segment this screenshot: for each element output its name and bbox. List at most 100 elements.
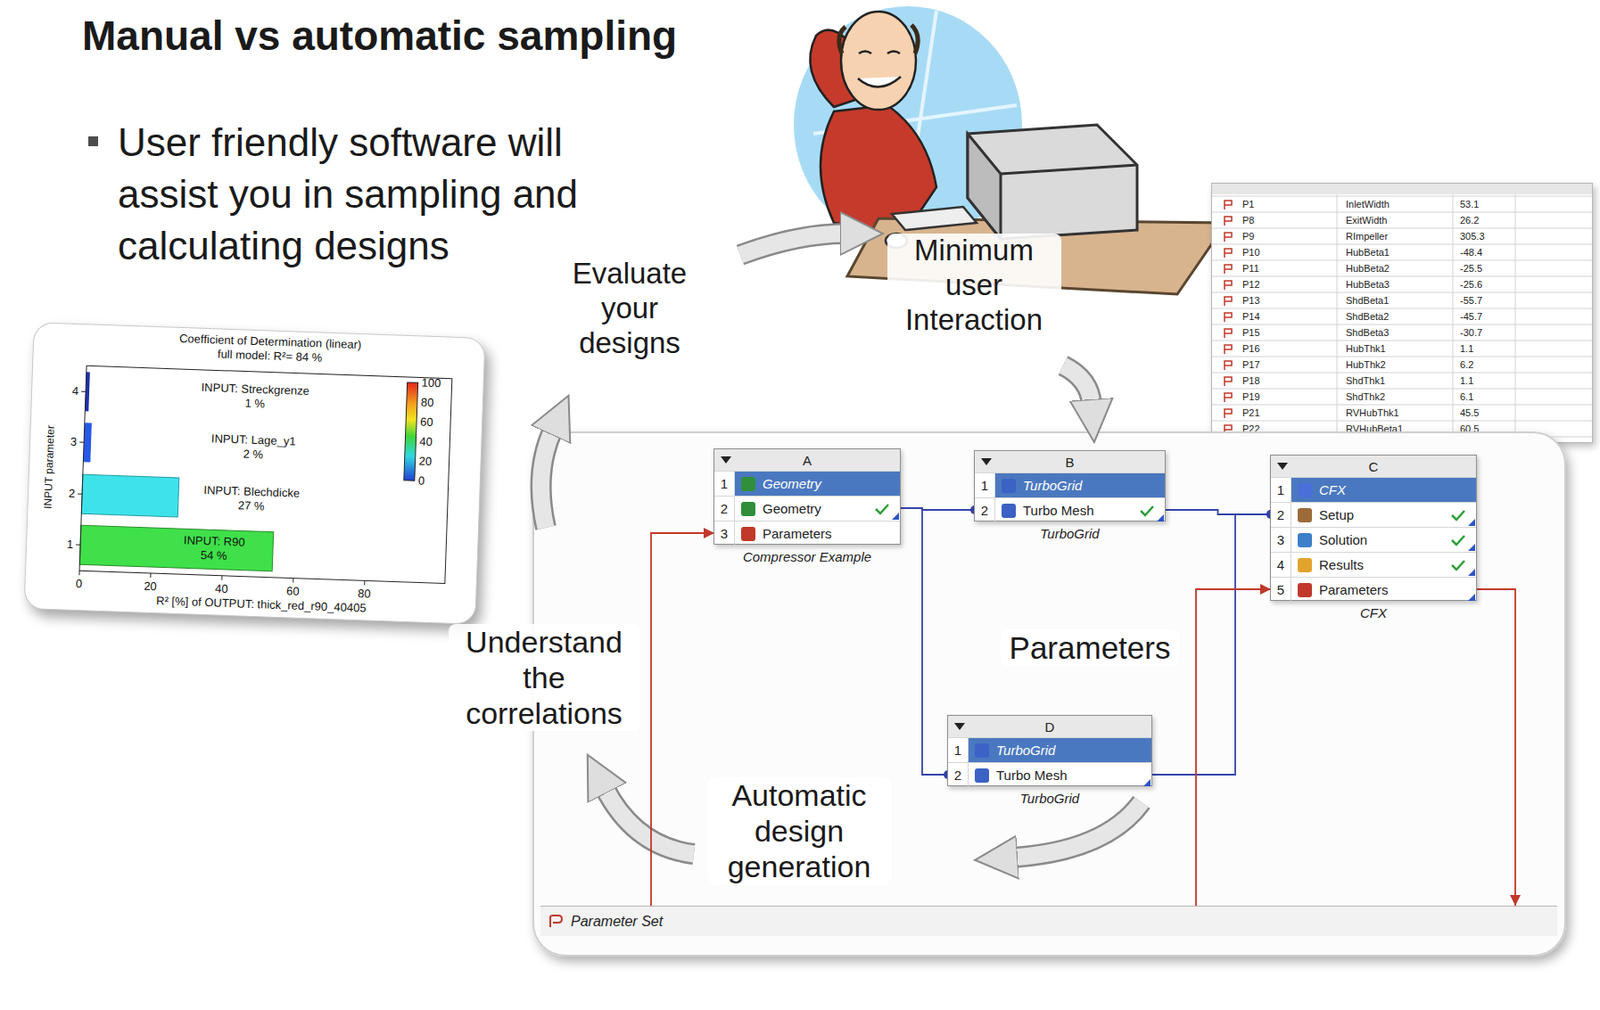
status-corner <box>1468 593 1476 602</box>
parameter-icon <box>1224 345 1232 355</box>
status-corner <box>1143 779 1151 787</box>
chart-text: 4 <box>64 384 80 400</box>
cycle-arrow <box>1063 365 1092 405</box>
keyboard <box>891 206 977 231</box>
chart-text: 80 <box>350 586 379 603</box>
chart-text: 1 <box>58 536 75 553</box>
table-cell: 6.2 <box>1459 358 1474 372</box>
table-row-line <box>1212 388 1592 390</box>
cell-name: TurboGrid <box>1022 478 1082 494</box>
table-cell: 1.1 <box>1459 342 1474 355</box>
chart-text: 60 <box>420 414 452 430</box>
chart-text: 3 <box>62 434 78 450</box>
parameter-set-bar: Parameter Set <box>540 906 1558 937</box>
parameter-icon <box>1224 232 1232 242</box>
system-header: D <box>948 716 1152 738</box>
chart-text: 20 <box>136 578 165 594</box>
status-corner-shape <box>1468 593 1476 602</box>
check-mark <box>874 503 890 516</box>
slide-title: Manual vs automatic sampling <box>82 12 677 60</box>
parameter-icon <box>1224 216 1232 226</box>
parameter-icon <box>1224 377 1232 387</box>
check-mark-shape <box>1451 511 1465 520</box>
table-cell: -48.4 <box>1459 246 1483 259</box>
table-cell: P16 <box>1242 342 1261 355</box>
eyes <box>858 51 900 55</box>
system-letter: D <box>1045 719 1056 735</box>
chart-text: INPUT parameter <box>40 404 59 530</box>
cell-icon <box>974 768 990 784</box>
status-corner-shape <box>1156 514 1164 522</box>
table-col-line <box>1452 194 1454 443</box>
system-caption: TurboGrid <box>974 526 1165 542</box>
parameter-icon <box>547 914 564 931</box>
table-row-line <box>1212 244 1592 246</box>
table-cell: HubBeta2 <box>1345 262 1390 275</box>
system-header: C <box>1270 455 1477 478</box>
cell-row: 1Geometry <box>714 470 900 496</box>
cycle-arrow <box>740 233 846 256</box>
table-cell: P10 <box>1242 246 1261 259</box>
table-row-line <box>1212 404 1592 406</box>
chart-text: 40 <box>419 434 451 450</box>
cell-row: 2Turbo Mesh <box>948 762 1152 788</box>
row-number: 1 <box>1270 478 1292 503</box>
cell-icon <box>1297 508 1312 523</box>
cell-icon <box>1297 533 1312 548</box>
cell-name: Parameters <box>762 526 833 542</box>
system-letter: C <box>1369 459 1379 475</box>
cell-row: 5Parameters <box>1270 577 1477 603</box>
cell-row: 3Solution <box>1270 527 1477 553</box>
hair <box>839 24 918 54</box>
cell-row: 2Geometry <box>714 495 900 521</box>
backdrop-ellipse <box>793 6 1023 244</box>
cell-row: 1TurboGrid <box>974 472 1165 498</box>
cell-icon <box>1001 503 1016 519</box>
check-mark-shape <box>875 504 889 514</box>
row-number: 1 <box>948 738 969 763</box>
plot-frame <box>79 365 453 584</box>
monitor <box>967 124 1138 240</box>
row-number: 2 <box>1270 503 1292 528</box>
system-header: B <box>974 451 1165 473</box>
status-corner <box>1468 544 1476 552</box>
check-mark <box>1139 504 1155 518</box>
table-row-line <box>1212 196 1592 198</box>
chart-plot <box>24 322 486 624</box>
connector <box>1195 584 1271 907</box>
cell-icon <box>741 527 756 542</box>
cell-row: 4Results <box>1270 552 1477 578</box>
arrow-head <box>1509 895 1521 907</box>
table-cell: -55.7 <box>1459 294 1483 307</box>
connector-line <box>899 508 949 776</box>
bar <box>79 525 273 572</box>
status-corner <box>1156 514 1164 522</box>
cell-icon <box>1001 478 1016 494</box>
cell-icon <box>741 477 756 492</box>
cell-row: 1CFX <box>1270 477 1477 503</box>
cell-name: Turbo Mesh <box>1022 503 1094 519</box>
status-corner-shape <box>1468 519 1476 527</box>
connector-line <box>651 533 715 907</box>
chart-text: 27 % <box>170 496 331 517</box>
table-cell: ShdBeta1 <box>1345 294 1389 307</box>
cell-icon <box>974 743 990 759</box>
table-cell: -25.6 <box>1459 278 1483 291</box>
collapse-triangle-shape <box>720 456 732 464</box>
table-cell: 1.1 <box>1459 374 1474 388</box>
table-cell: P12 <box>1242 278 1261 291</box>
table-cell: ShdBeta2 <box>1345 310 1389 323</box>
row-number: 4 <box>1270 552 1292 578</box>
chart-text: 20 <box>418 453 450 470</box>
table-row-line <box>1212 308 1592 310</box>
table-row-line <box>1212 276 1592 278</box>
parameter-icon <box>1224 409 1232 419</box>
bullet-text: User friendly software will assist you i… <box>114 116 623 273</box>
cycle-arrow <box>541 429 553 528</box>
chart-text: 0 <box>65 577 93 593</box>
system-letter: B <box>1064 454 1074 471</box>
connector-line <box>1195 589 1271 907</box>
bullet-square <box>88 136 99 147</box>
parameter-icon <box>1224 329 1232 339</box>
collapse-triangle-shape <box>954 723 965 731</box>
